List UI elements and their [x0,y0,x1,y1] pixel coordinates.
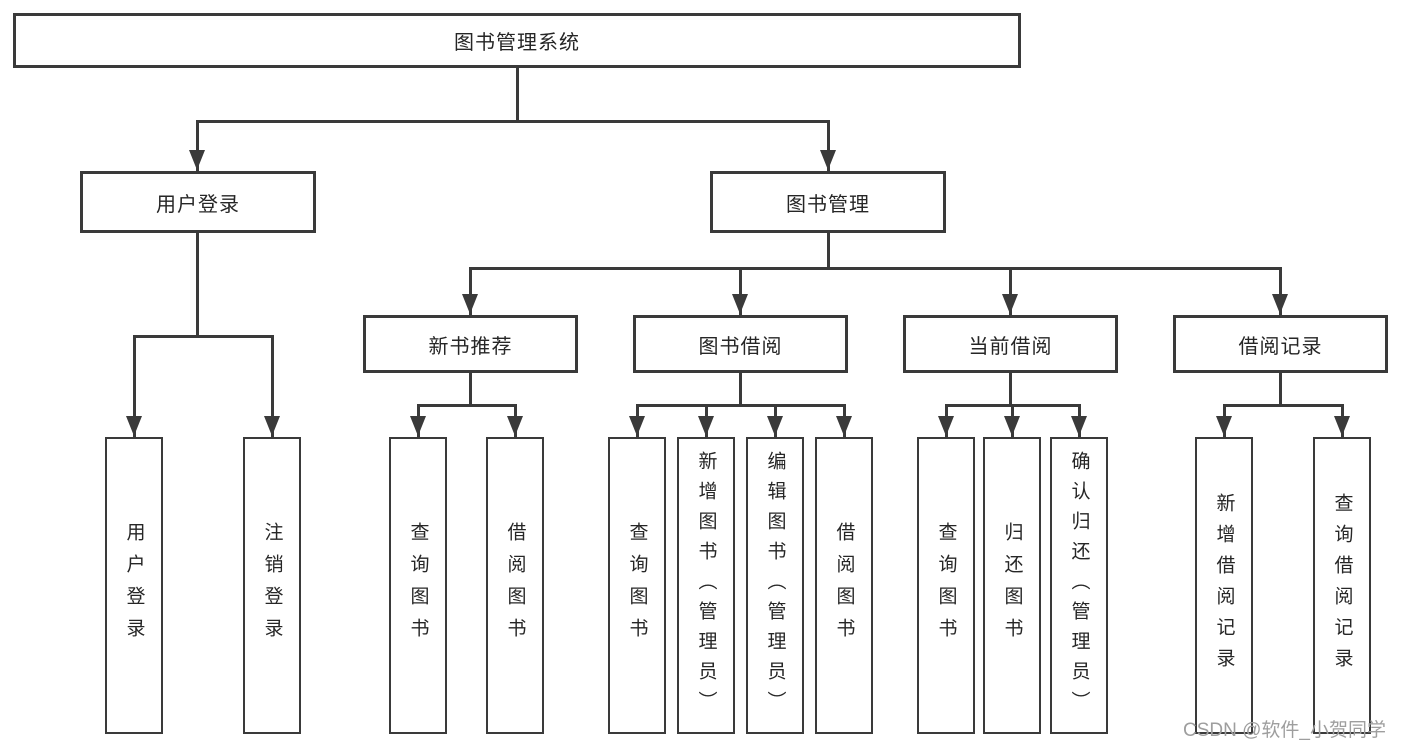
leaf-user-login: 用户登录 [105,437,163,734]
leaf-label: 查询图书 [935,521,957,650]
leaf-label: 编辑图书（管理员） [764,450,786,721]
node-label: 图书管理 [786,193,870,216]
node-borrowing-records: 借阅记录 [1173,315,1388,373]
leaf-label: 借阅图书 [833,521,855,650]
leaf-label: 归还图书 [1001,521,1023,650]
arrow-down-icon [507,416,523,436]
leaf-query-books-3: 查询图书 [917,437,975,734]
connector-userlogin-drop [196,233,199,337]
arrow-down-icon [1071,416,1087,436]
arrow-down-icon [1216,416,1232,436]
leaf-label: 查询图书 [626,521,648,650]
connector-root-drop [516,68,519,121]
node-label: 借阅记录 [1238,335,1323,358]
arrow-down-icon [126,416,142,436]
connector-to-user-login [196,120,199,171]
leaf-label: 确认归还（管理员） [1068,450,1090,721]
connector-records-bus [1223,404,1343,407]
connector-to-book-mgmt [827,120,830,171]
connector-newbooks-bus [417,404,517,407]
connector-bookmgmt-bus [469,267,1282,270]
connector-to-book-borrow [739,267,742,315]
connector-root-bus [196,120,830,123]
leaf-label: 新增借阅记录 [1213,492,1235,679]
node-label: 图书借阅 [698,335,783,358]
arrow-down-icon [629,416,645,436]
leaf-borrow-books-2: 借阅图书 [815,437,873,734]
node-book-borrowing: 图书借阅 [633,315,848,373]
node-book-management-system: 图书管理系统 [13,13,1021,68]
leaf-edit-books-admin: 编辑图书（管理员） [746,437,804,734]
leaf-label: 用户登录 [123,521,145,650]
leaf-borrow-books-1: 借阅图书 [486,437,544,734]
connector-to-current-borrow [1009,267,1012,315]
connector-records-drop [1279,373,1282,406]
node-new-book-recommend: 新书推荐 [363,315,578,373]
connector-bookborrow-drop [739,373,742,406]
node-label: 当前借阅 [968,335,1053,358]
leaf-return-books: 归还图书 [983,437,1041,734]
arrow-down-icon [264,416,280,436]
leaf-label: 借阅图书 [504,521,526,650]
node-current-borrowing: 当前借阅 [903,315,1118,373]
node-user-login: 用户登录 [80,171,316,233]
arrow-down-icon [1334,416,1350,436]
leaf-query-books-1: 查询图书 [389,437,447,734]
connector-to-borrow-records [1279,267,1282,315]
arrow-down-icon [938,416,954,436]
leaf-query-books-2: 查询图书 [608,437,666,734]
connector-newbooks-drop [469,373,472,406]
arrow-down-icon [820,150,836,170]
leaf-label: 新增图书（管理员） [695,450,717,721]
arrow-down-icon [189,150,205,170]
leaf-label: 查询图书 [407,521,429,650]
node-label: 用户登录 [156,193,240,216]
connector-to-new-books [469,267,472,315]
connector-userlogin-bus [133,335,273,338]
arrow-down-icon [1002,294,1018,314]
arrow-down-icon [1004,416,1020,436]
arrow-down-icon [732,294,748,314]
arrow-down-icon [767,416,783,436]
arrow-down-icon [410,416,426,436]
connector-to-leaf [133,335,136,437]
arrow-down-icon [462,294,478,314]
arrow-down-icon [698,416,714,436]
connector-bookmgmt-drop [827,233,830,269]
leaf-confirm-return-admin: 确认归还（管理员） [1050,437,1108,734]
arrow-down-icon [1272,294,1288,314]
leaf-add-borrow-record: 新增借阅记录 [1195,437,1253,734]
arrow-down-icon [836,416,852,436]
connector-to-leaf [271,335,274,437]
node-label: 图书管理系统 [454,32,580,54]
leaf-add-books-admin: 新增图书（管理员） [677,437,735,734]
leaf-label: 查询借阅记录 [1331,492,1353,679]
leaf-label: 注销登录 [261,521,283,650]
connector-bookborrow-bus [636,404,845,407]
node-label: 新书推荐 [428,335,513,358]
connector-currentborrow-drop [1009,373,1012,406]
node-book-management: 图书管理 [710,171,946,233]
leaf-logout: 注销登录 [243,437,301,734]
leaf-query-borrow-record: 查询借阅记录 [1313,437,1371,734]
csdn-watermark: CSDN @软件_小贺同学 [1183,720,1386,741]
